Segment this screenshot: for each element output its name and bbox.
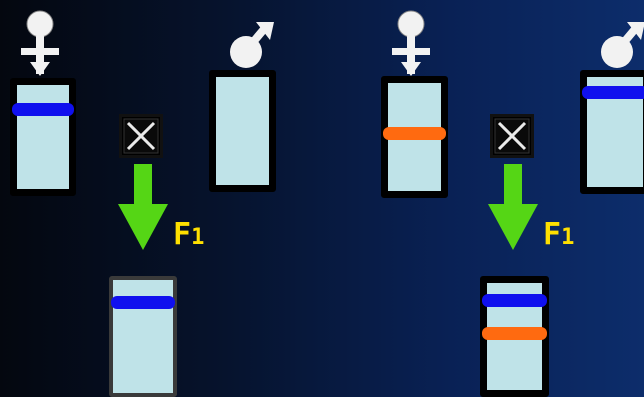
female-symbol-icon	[18, 8, 62, 78]
down-arrow-icon	[488, 164, 538, 252]
generation-letter: F	[543, 217, 561, 252]
blue-band	[482, 294, 547, 307]
female-parent-tube-right	[381, 76, 448, 198]
female-symbol-icon	[389, 8, 433, 78]
offspring-tube-left	[109, 276, 177, 397]
generation-subscript: 1	[561, 225, 574, 250]
male-parent-tube-left	[209, 70, 276, 192]
male-parent-tube-right	[580, 70, 644, 194]
down-arrow-icon	[118, 164, 168, 252]
blue-band	[582, 86, 644, 99]
blue-band	[12, 103, 74, 116]
generation-subscript: 1	[191, 225, 204, 250]
female-parent-tube-left	[10, 78, 76, 196]
blue-band	[111, 296, 175, 309]
generation-label-f1: F1	[543, 217, 574, 252]
orange-band	[482, 327, 547, 340]
male-symbol-icon	[597, 20, 644, 72]
generation-letter: F	[173, 217, 191, 252]
orange-band	[383, 127, 446, 140]
offspring-tube-right	[480, 276, 549, 397]
cross-x-icon	[490, 114, 534, 158]
cross-x-icon	[119, 114, 163, 158]
generation-label-f1: F1	[173, 217, 204, 252]
male-symbol-icon	[226, 20, 276, 72]
